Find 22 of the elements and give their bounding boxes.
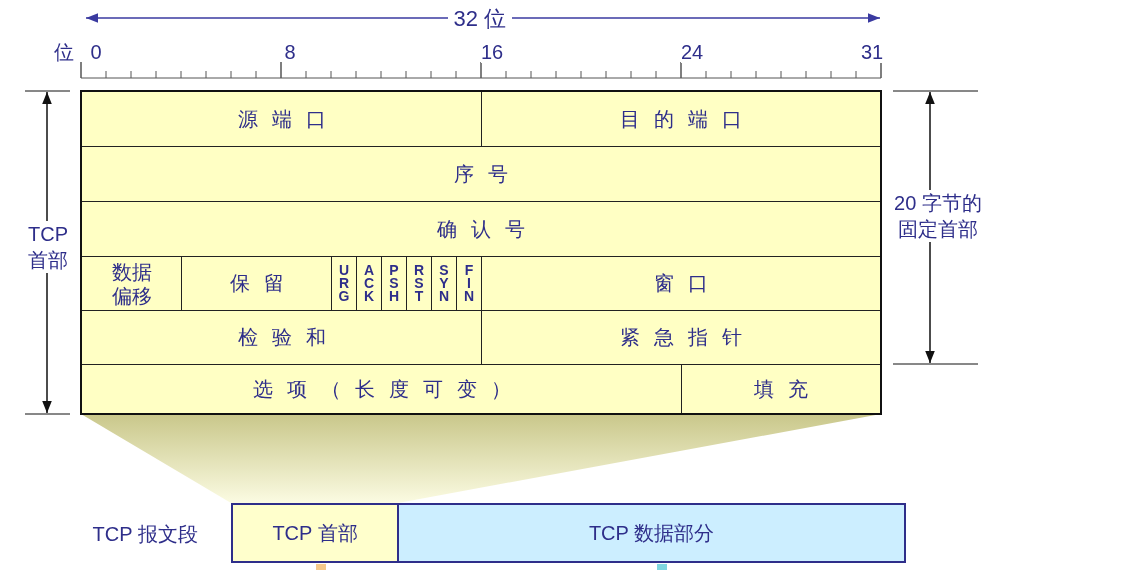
header-field: 检验和	[81, 310, 482, 365]
flag-bit-field: ACK	[356, 256, 382, 311]
header-field: 确认号	[81, 201, 881, 257]
header-field: 源端口	[81, 91, 482, 147]
flag-bit-field: FIN	[456, 256, 482, 311]
header-field: 目的端口	[481, 91, 881, 147]
header-field: 保留	[181, 256, 332, 311]
flag-bit-field: PSH	[381, 256, 407, 311]
header-field: 填充	[681, 364, 881, 414]
segment-label: TCP 报文段	[92, 523, 198, 545]
header-box: TCP 首部	[231, 503, 399, 563]
flag-bit-field: SYN	[431, 256, 457, 311]
width-label: 32 位	[447, 8, 513, 30]
header-field: 选项（长度可变）	[81, 364, 682, 414]
data-box: TCP 数据部分	[398, 503, 906, 563]
flag-bit-field: RST	[406, 256, 432, 311]
header-field: 数据偏移	[81, 256, 182, 311]
header-field: 窗口	[481, 256, 881, 311]
header-field: 紧急指针	[481, 310, 881, 365]
flag-bit-field: URG	[331, 256, 357, 311]
header-field: 序号	[81, 146, 881, 202]
unit-label: 位	[54, 41, 74, 63]
